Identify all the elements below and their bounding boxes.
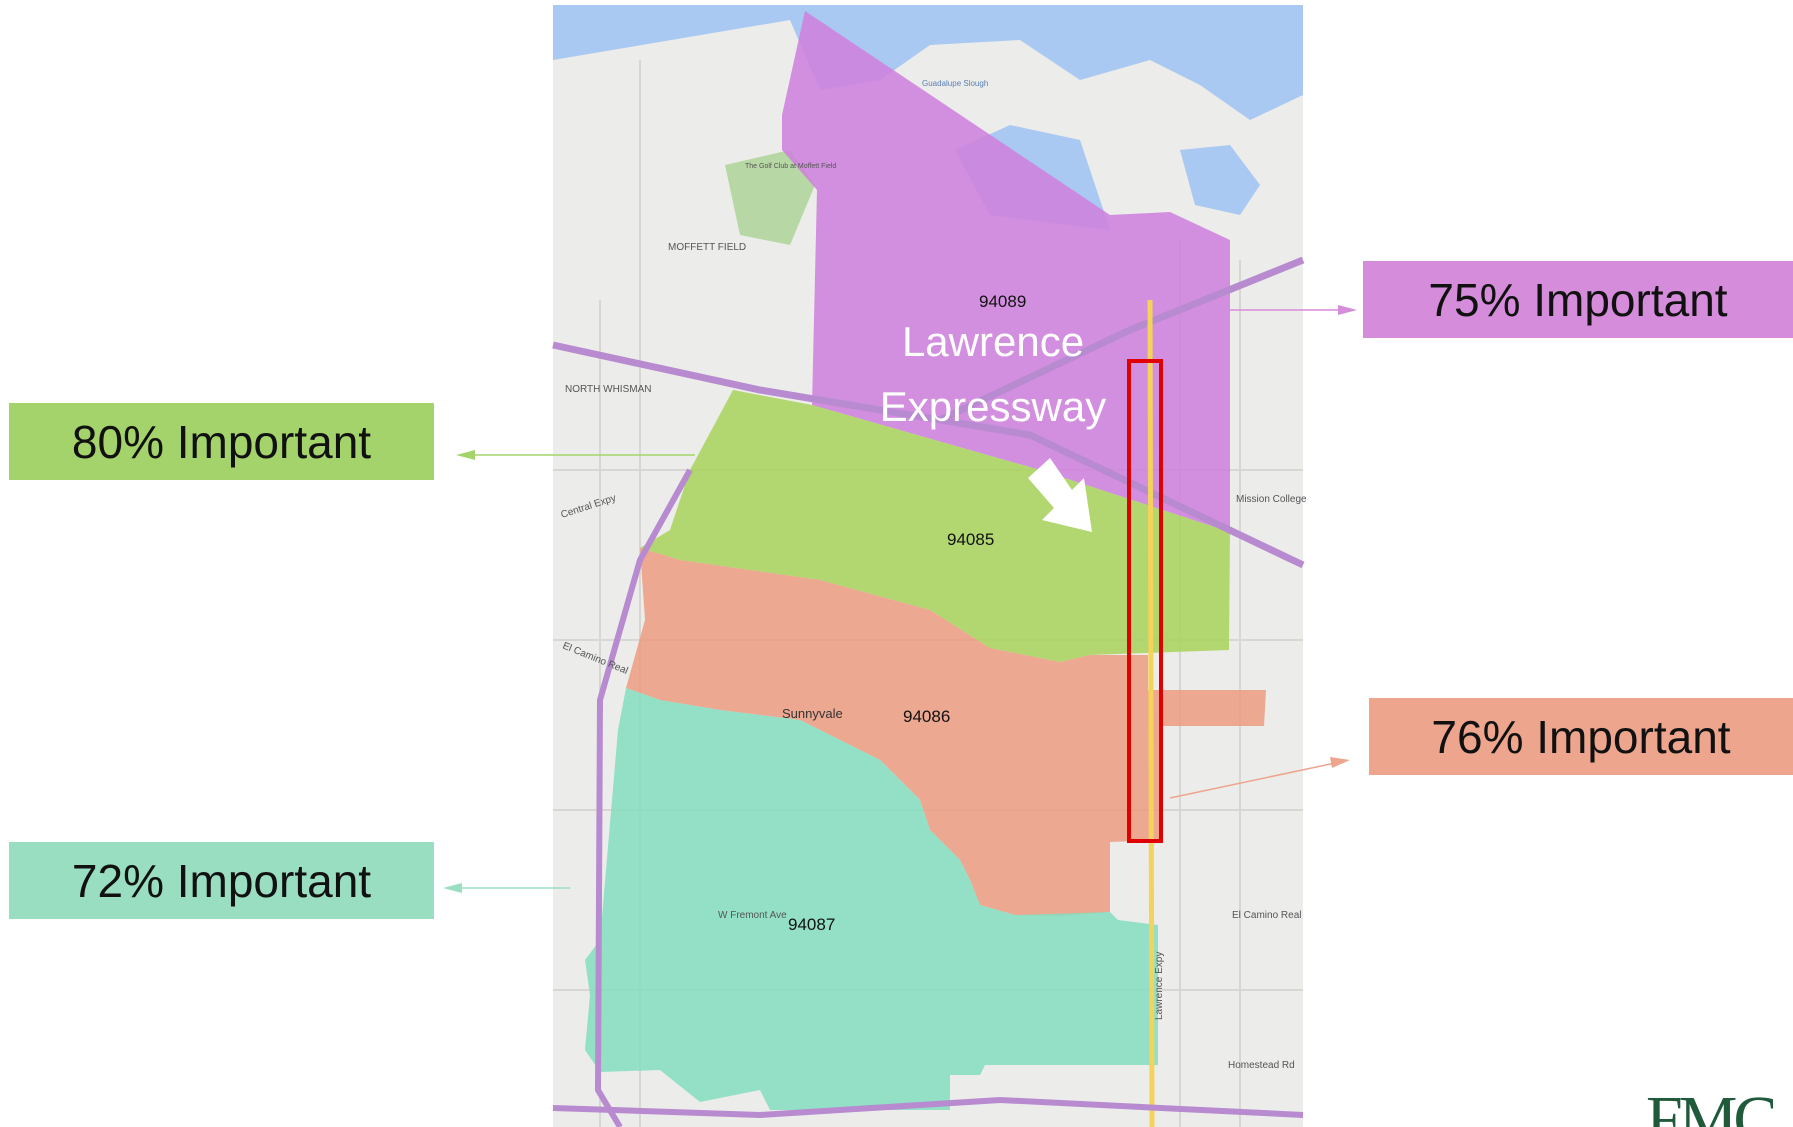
golf-course-park [725, 150, 815, 245]
fmc-logo-text: FMC [1646, 1087, 1777, 1127]
annotation-arrow-icon [1028, 458, 1092, 532]
leader-lines [443, 305, 1357, 893]
freeway-237 [552, 341, 1305, 569]
callout-94087: 72% Important [9, 842, 434, 919]
freeways [552, 256, 1305, 1127]
leader-80 [456, 450, 695, 460]
annotation-line1: Lawrence [902, 318, 1084, 365]
label-north-whisman: NORTH WHISMAN [565, 384, 651, 395]
lawrence-annotation: Lawrence Expressway [880, 318, 1163, 843]
annotation-line2: Expressway [880, 383, 1106, 430]
label-mission-college: Mission College [1236, 494, 1307, 505]
leader-75 [1230, 305, 1357, 315]
freeway-85 [594, 468, 693, 1127]
callout-94086: 76% Important [1369, 698, 1793, 775]
zip-region-94089 [782, 11, 1230, 532]
zip-label-94089: 94089 [979, 292, 1026, 311]
lawrence-expy-road [1147, 299, 1155, 1127]
callout-94085: 80% Important [9, 403, 434, 480]
label-el-camino-right: El Camino Real [1232, 910, 1301, 921]
callout-94086-text: 76% Important [1431, 710, 1731, 763]
label-w-fremont: W Fremont Ave [718, 910, 787, 921]
lawrence-highlight-box [1127, 359, 1163, 843]
zip-label-94087: 94087 [788, 915, 835, 934]
zip-regions [585, 11, 1266, 1110]
freeway-237-east [938, 256, 1305, 424]
zip-region-94087 [585, 688, 1158, 1110]
zip-region-94086 [626, 548, 1266, 916]
label-sunnyvale: Sunnyvale [782, 706, 843, 721]
water-pond [1180, 145, 1260, 215]
leader-76 [1169, 757, 1350, 799]
callout-94089: 75% Important [1363, 261, 1793, 338]
label-moffett-field: MOFFETT FIELD [668, 242, 746, 253]
leader-72 [443, 883, 570, 893]
label-golf-club: The Golf Club at Moffett Field [745, 163, 836, 170]
water-bay [553, 5, 1303, 120]
freeway-280 [552, 1096, 1304, 1119]
callout-94085-text: 80% Important [71, 415, 372, 468]
label-guadalupe: Guadalupe Slough [922, 79, 988, 88]
fmc-logo: FMC [1642, 1087, 1793, 1127]
label-lawrence-expy: Lawrence Expy [1154, 952, 1165, 1020]
label-homestead: Homestead Rd [1228, 1060, 1295, 1071]
callout-94089-text: 75% Important [1428, 273, 1728, 326]
zip-label-94085: 94085 [947, 530, 994, 549]
zip-label-94086: 94086 [903, 707, 950, 726]
zip-region-94085 [640, 390, 1230, 662]
callout-94087-text: 72% Important [71, 854, 372, 907]
